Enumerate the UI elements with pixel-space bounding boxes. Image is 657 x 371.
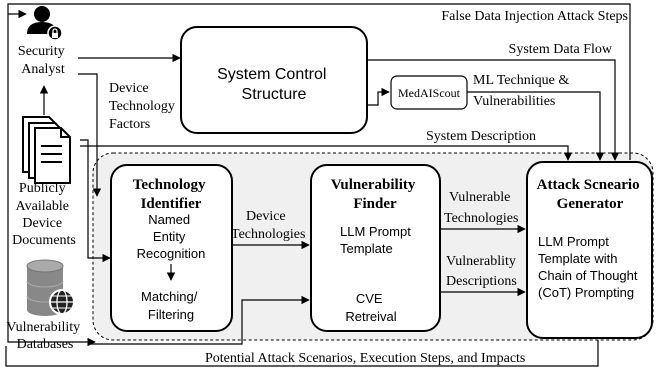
ml-technique-arrow (467, 91, 605, 161)
device-technology-factors-label: Device Technology Factors (109, 81, 178, 132)
system-data-flow-label: System Data Flow (509, 42, 613, 57)
security-analyst-icon (27, 6, 63, 41)
vulnerability-finder-title: Vulnerability Finder (331, 177, 419, 212)
system-data-flow-arrow (366, 59, 620, 161)
false-data-injection-label: False Data Injection Attack Steps (441, 9, 628, 24)
technology-identifier-box (110, 164, 233, 332)
vulnerability-database-icon (26, 259, 75, 316)
named-entity-recognition-step: Named Entity Recognition (137, 212, 206, 261)
system-control-structure-label: System Control Structure (217, 66, 331, 103)
databases-to-finder-arrow (88, 295, 310, 345)
potential-attack-scenarios-label: Potential Attack Scenarios, Execution St… (205, 351, 525, 366)
attack-scenario-generator-title: Attack Scneario Generator (537, 177, 644, 212)
cve-retrieval-step: CVE Retreival (345, 291, 396, 324)
attack-scenarios-output-line (5, 340, 599, 367)
device-technology-factors-arrow (78, 73, 102, 197)
documents-icon (22, 116, 71, 184)
to-medaiscout-arrow (368, 87, 390, 106)
device-documents-label: Publicly Available Device Documents (12, 181, 76, 248)
medaiscout-box (390, 75, 468, 110)
vulnerability-finder-box (310, 164, 441, 332)
attack-scenario-generator-box (526, 161, 653, 339)
technology-identifier-title: Technology Identifier (133, 177, 210, 212)
false-data-injection-arrow (7, 3, 631, 347)
matching-filtering-step: Matching/ Filtering (141, 289, 201, 322)
vulnerable-technologies-label: Vulnerable Technologies (444, 190, 518, 226)
system-control-structure-box (180, 26, 368, 134)
attack-generator-description: LLM Prompt Template with Chain of Though… (538, 234, 641, 300)
ml-technique-label: ML Technique & Vulnerabilities (473, 73, 573, 109)
documents-to-identifier-arrow (80, 139, 111, 263)
system-description-arrow (80, 145, 573, 161)
system-description-label: System Description (426, 129, 536, 144)
device-technologies-label: Device Technologies (231, 209, 305, 242)
security-analyst-label: Security Analyst (18, 44, 68, 77)
llm-prompt-template-step: LLM Prompt Template (340, 224, 414, 256)
vulnerability-descriptions-label: Vulnerablity Descriptions (446, 254, 519, 289)
medaiscout-label: MedAIScout (398, 86, 461, 100)
vulnerability-databases-label: Vulnerability Databases (6, 320, 83, 352)
